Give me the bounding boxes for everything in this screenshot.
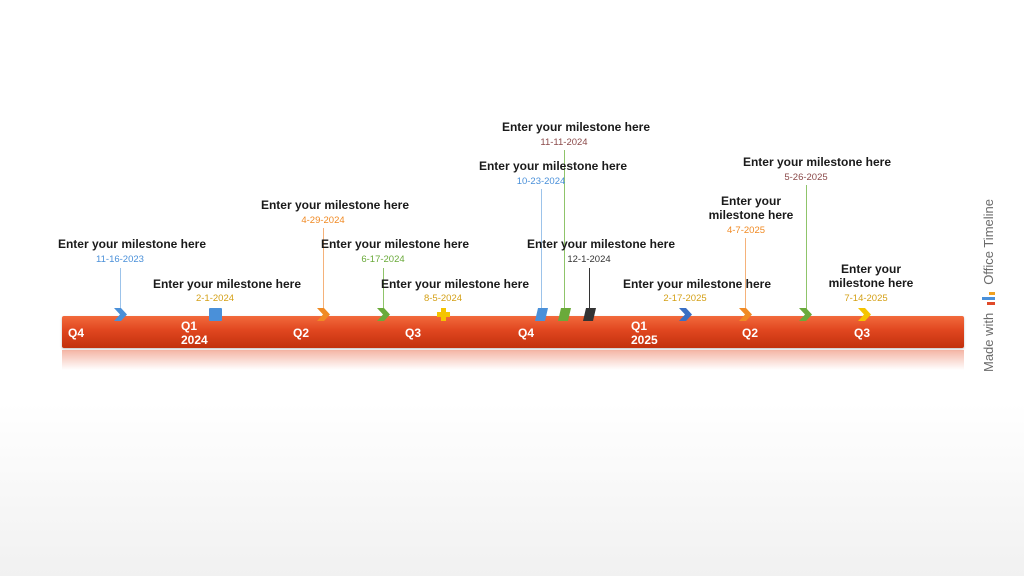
milestone-date: 12-1-2024 xyxy=(567,254,611,265)
milestone-title: Enter your milestone here xyxy=(57,237,207,251)
milestone-stem xyxy=(745,238,746,316)
milestone-stem xyxy=(383,268,384,316)
plus-icon xyxy=(437,308,450,321)
timeline-band-reflection xyxy=(62,350,964,370)
quarter-label: Q4 xyxy=(68,326,85,340)
milestone-stem xyxy=(806,185,807,316)
quarter-label: Q3 xyxy=(405,326,422,340)
milestone-stem xyxy=(323,228,324,316)
square-icon xyxy=(209,308,222,321)
milestone-stem xyxy=(120,268,121,316)
milestone-title: Enter your milestone here xyxy=(380,277,530,291)
chevron-icon xyxy=(739,308,752,321)
quarter-label: Q4 xyxy=(518,326,535,340)
branding-text: Made with Office Timeline xyxy=(978,199,998,372)
milestone-date: 11-11-2024 xyxy=(540,137,588,148)
milestone-title: Enter your milestone here xyxy=(526,237,676,251)
office-timeline-logo-icon xyxy=(981,291,995,305)
milestone-date: 7-14-2025 xyxy=(844,293,888,304)
milestone-date: 5-26-2025 xyxy=(784,172,828,183)
milestone-title: Enter your milestone here xyxy=(320,237,470,251)
milestone-stem xyxy=(541,189,542,316)
timeline-band xyxy=(62,316,964,348)
branding-prefix: Made with xyxy=(980,312,996,372)
chevron-icon xyxy=(799,308,812,321)
milestone-date: 4-7-2025 xyxy=(726,225,766,236)
chevron-icon xyxy=(858,308,871,321)
parallelogram-icon xyxy=(583,308,596,321)
milestone-date: 2-17-2025 xyxy=(663,293,707,304)
milestone-title: Enter your milestone here xyxy=(501,120,651,134)
quarter-year: 2024 xyxy=(181,333,208,347)
quarter-label: Q2 xyxy=(293,326,310,340)
milestone-title: Enter your milestone here xyxy=(622,277,772,291)
parallelogram-icon xyxy=(558,308,571,321)
milestone-date: 6-17-2024 xyxy=(361,254,405,265)
chevron-icon xyxy=(317,308,330,321)
milestone-date: 10-23-2024 xyxy=(516,176,566,187)
milestone-stem xyxy=(589,268,590,316)
parallelogram-icon xyxy=(535,308,548,321)
chevron-icon xyxy=(679,308,692,321)
milestone-title: Enter your milestone here xyxy=(742,155,892,169)
milestone-date: 2-1-2024 xyxy=(195,293,235,304)
branding-product: Office Timeline xyxy=(980,199,996,285)
quarter-label: Q3 xyxy=(854,326,871,340)
milestone-title: Enter your milestone here xyxy=(152,277,302,291)
quarter-year: 2025 xyxy=(631,333,658,347)
chevron-icon xyxy=(114,308,127,321)
quarter-label: Q2 xyxy=(742,326,759,340)
branding: Made with Office Timeline xyxy=(978,199,998,580)
milestone-title: Enter your milestone here xyxy=(708,194,794,222)
milestone-title: Enter your milestone here xyxy=(260,198,410,212)
chevron-icon xyxy=(377,308,390,321)
milestone-date: 8-5-2024 xyxy=(423,293,463,304)
milestone-title: Enter your milestone here xyxy=(828,262,914,290)
milestone-title: Enter your milestone here xyxy=(478,159,628,173)
milestone-date: 4-29-2024 xyxy=(301,215,345,226)
milestone-date: 11-16-2023 xyxy=(96,254,144,265)
milestone-stem xyxy=(564,150,565,316)
